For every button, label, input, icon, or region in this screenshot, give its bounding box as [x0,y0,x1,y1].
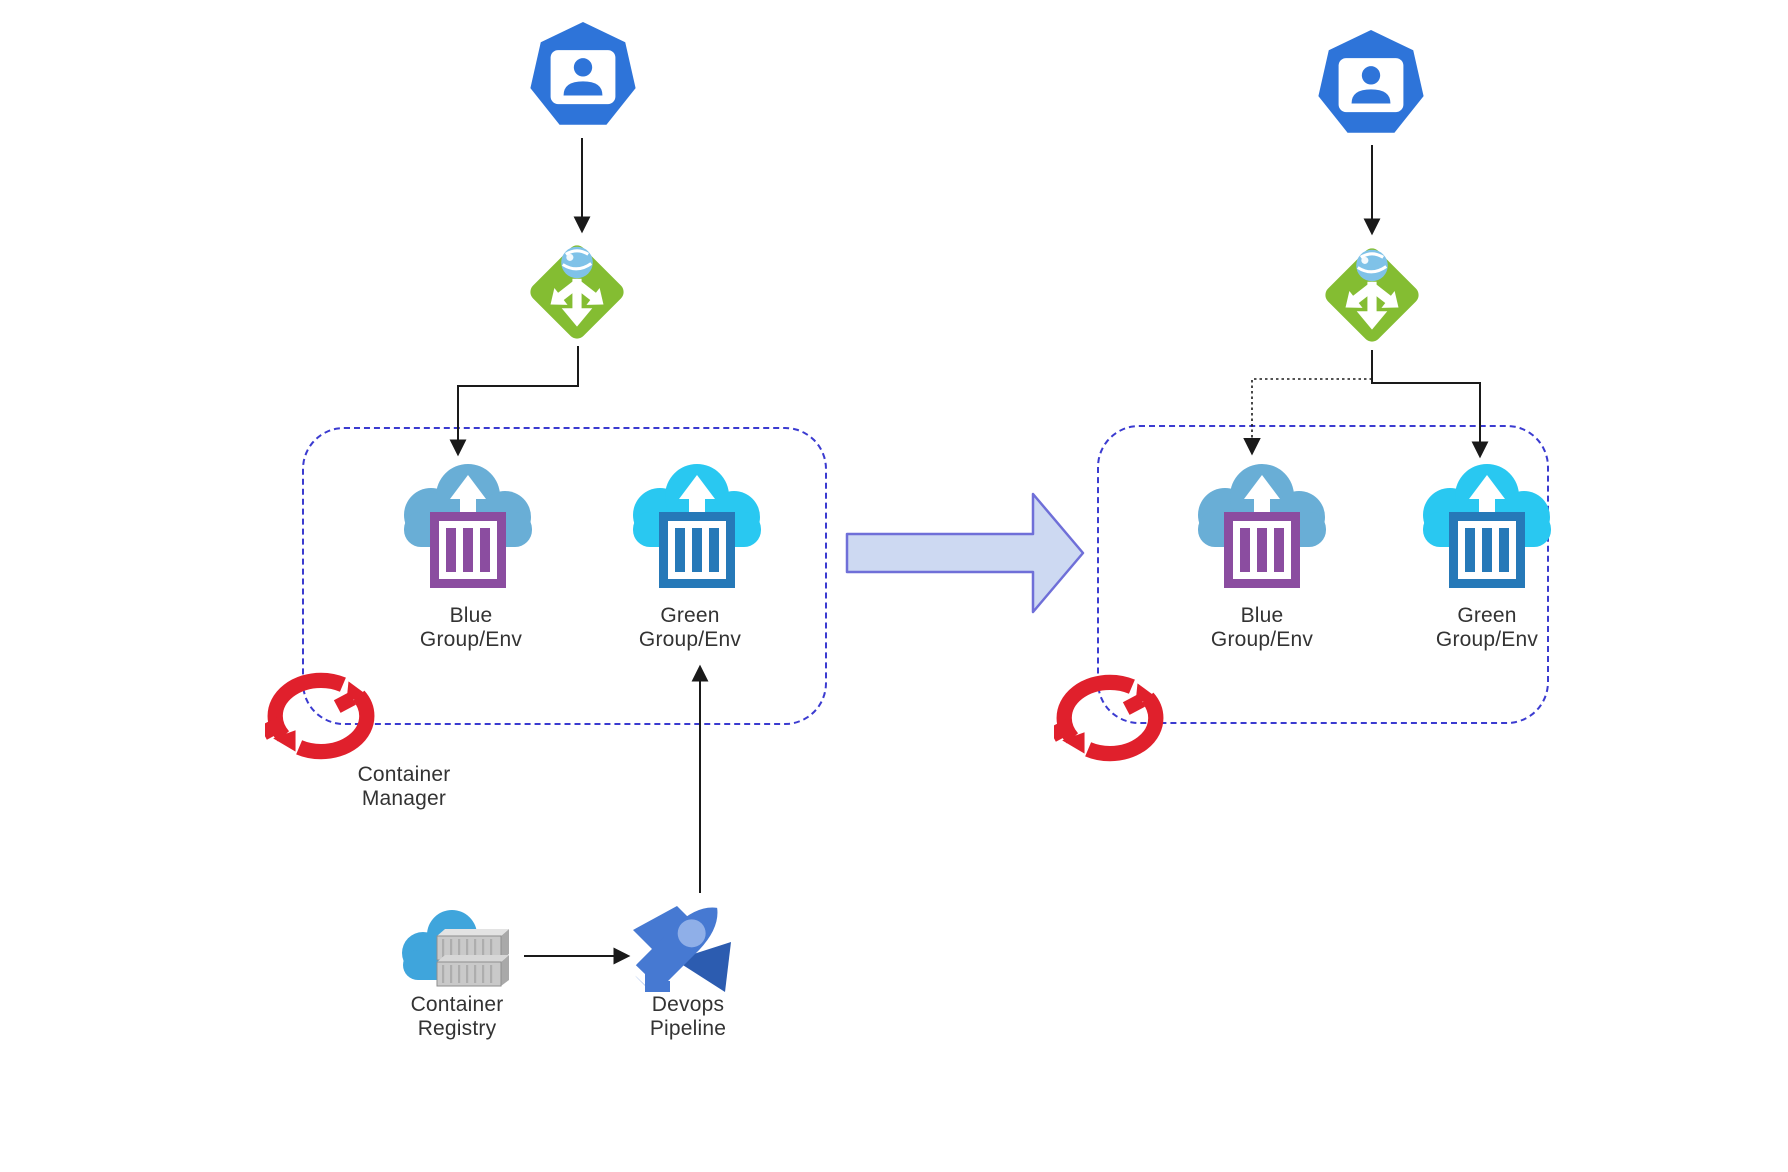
blue-env-icon-after [1187,455,1337,590]
user-icon-after [1316,30,1426,138]
green-env-icon-before [622,455,772,590]
traffic-manager-icon-after [1316,239,1428,351]
container-manager-icon-before [265,668,377,766]
transition-arrow [845,492,1085,614]
user-icon-before [528,22,638,130]
traffic-manager-icon-before [521,236,633,348]
container-manager-icon-after [1054,670,1166,768]
green-env-icon-after [1412,455,1562,590]
blue-env-icon-before [393,455,543,590]
container-registry-icon [395,898,525,1002]
devops-pipeline-icon [626,886,748,998]
